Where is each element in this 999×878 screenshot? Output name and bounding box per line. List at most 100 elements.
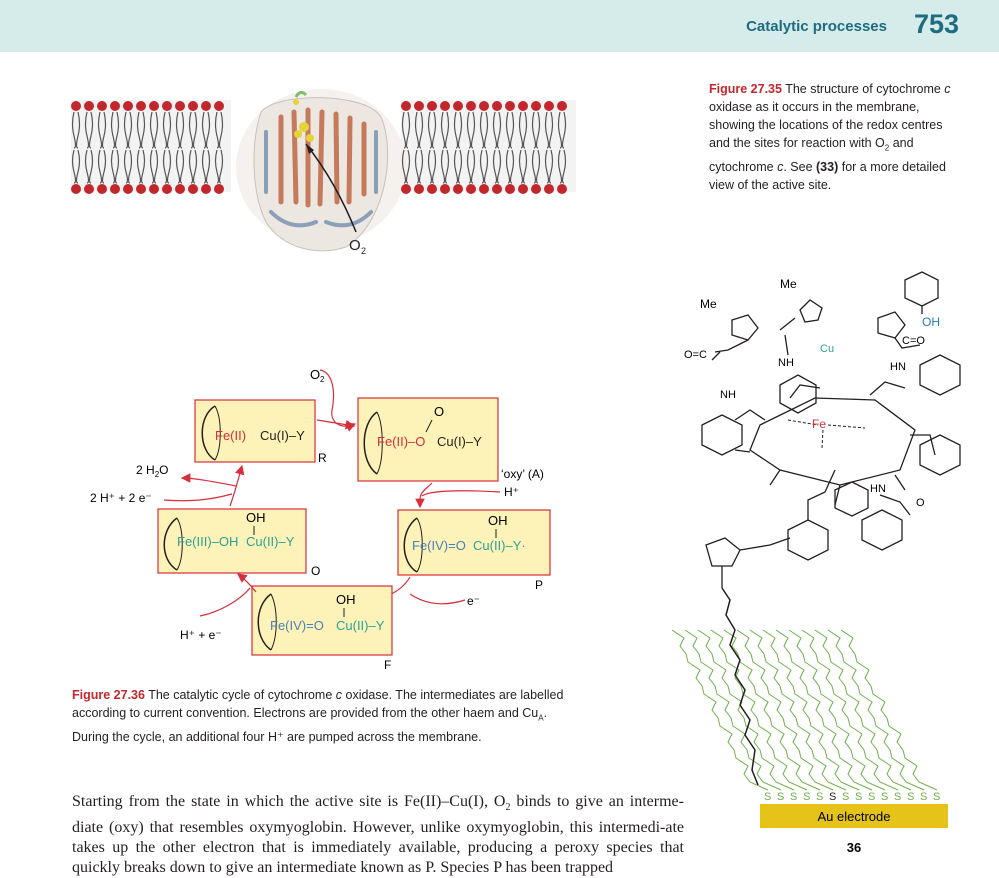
- membrane-figure: O 2: [71, 89, 576, 256]
- lipid-tail: [479, 149, 485, 184]
- lipid-tail: [153, 111, 159, 149]
- lipid-tail: [548, 149, 554, 184]
- o2-subscript: 2: [361, 246, 366, 256]
- O-letter: O: [311, 564, 320, 578]
- lipid-tail: [205, 111, 211, 149]
- lipid-tail: [505, 111, 511, 149]
- caption-italic-c: c: [777, 159, 784, 174]
- sulfur-atom-label: S: [777, 791, 784, 803]
- lipid-tail: [405, 149, 411, 184]
- figure-27-35-caption: Figure 27.35 The structure of cytochrome…: [709, 80, 964, 194]
- lipid-head: [149, 101, 159, 111]
- sulfur-atom-label: S: [803, 791, 810, 803]
- lipid-tail: [166, 149, 172, 184]
- oh-label: OH: [922, 315, 940, 329]
- lipid-tail: [162, 111, 168, 149]
- header-band: [0, 0, 999, 52]
- carbonyl-left-label: O=C: [684, 349, 707, 361]
- lipid-head: [123, 184, 133, 194]
- electrode-label: Au electrode: [818, 809, 891, 824]
- lipid-tail: [509, 149, 515, 184]
- lipid-tail: [470, 111, 476, 149]
- lipid-head: [401, 184, 411, 194]
- lipid-tail: [431, 149, 437, 184]
- sulfur-atom-label: S: [933, 791, 940, 803]
- lipid-tail: [88, 111, 94, 149]
- caption-structure-ref: (33): [816, 159, 839, 174]
- sulfur-atom-label: S: [829, 791, 836, 803]
- body-paragraph: Starting from the state in which the act…: [72, 792, 684, 878]
- lipid-head: [97, 101, 107, 111]
- caption-text: .: [543, 706, 548, 720]
- lipid-tail: [162, 149, 168, 184]
- lipid-tail: [444, 149, 450, 184]
- lipid-head: [531, 101, 541, 111]
- lipid-tail: [444, 111, 450, 149]
- nh-label: NH: [778, 357, 794, 369]
- alkyl-chain: [775, 629, 873, 791]
- A-fe-label: Fe(II)–O: [377, 434, 425, 449]
- lipid-head: [136, 101, 146, 111]
- body-subscript: 2: [505, 802, 511, 814]
- lipid-tail: [505, 149, 511, 184]
- lipid-tail: [401, 149, 407, 184]
- intermediate-R-box: Fe(II) Cu(I)–Y: [194, 399, 316, 463]
- lipid-head: [175, 184, 185, 194]
- lipid-tail: [101, 111, 107, 149]
- lipid-tail: [179, 111, 185, 149]
- alkyl-chain: [697, 629, 795, 791]
- alkyl-chain: [684, 629, 782, 791]
- F-proton-electron-label: H⁺ + e⁻: [180, 628, 222, 642]
- alkyl-chain: [736, 629, 834, 791]
- lipid-tail: [201, 149, 207, 184]
- lipid-head: [557, 184, 567, 194]
- lipid-tail: [75, 111, 81, 149]
- lipid-tail: [84, 149, 90, 184]
- lipid-head: [123, 101, 133, 111]
- lipid-head: [518, 101, 528, 111]
- lipid-tail: [518, 111, 524, 149]
- o2-label: O: [349, 237, 361, 254]
- intermediate-P-box: OH Fe(IV)=O Cu(II)–Y·: [397, 509, 551, 576]
- me-label-left: Me: [700, 297, 717, 311]
- P-oh-label: OH: [488, 513, 508, 528]
- lipid-tail: [71, 149, 77, 184]
- lipid-tail: [466, 111, 472, 149]
- me-label-top: Me: [780, 277, 797, 291]
- R-fe-label: Fe(II): [215, 428, 246, 443]
- F-oh-label: OH: [336, 592, 356, 607]
- lipid-head: [162, 184, 172, 194]
- hn-label-lower: HN: [870, 483, 886, 495]
- lipid-head: [427, 184, 437, 194]
- figure-27-36-caption: Figure 27.36 The catalytic cycle of cyto…: [72, 686, 632, 746]
- lipid-tail: [418, 111, 424, 149]
- F-letter: F: [384, 658, 391, 672]
- lipid-tail: [192, 149, 198, 184]
- alkyl-chain: [710, 629, 808, 791]
- lipid-tail: [518, 149, 524, 184]
- sulfur-atom-label: S: [920, 791, 927, 803]
- lipid-tail: [557, 149, 563, 184]
- lipid-head: [401, 101, 411, 111]
- lipid-head: [84, 101, 94, 111]
- alkyl-chain: [814, 629, 912, 791]
- caption-italic-c: c: [335, 688, 343, 702]
- lipid-head: [427, 101, 437, 111]
- lipid-tail: [479, 111, 485, 149]
- caption-italic-c: c: [944, 82, 951, 96]
- P-letter: P: [535, 578, 543, 592]
- lipid-head: [175, 101, 185, 111]
- caption-text: oxidase as it occurs in the membrane, sh…: [709, 100, 943, 150]
- lipid-head: [214, 184, 224, 194]
- lipid-tail: [427, 149, 433, 184]
- nh-label-left: NH: [720, 389, 736, 401]
- sulfur-atom-label: S: [855, 791, 862, 803]
- alkyl-chain: [827, 629, 925, 791]
- lipid-tail: [136, 149, 142, 184]
- lipid-tail: [149, 149, 155, 184]
- lipid-tail: [114, 149, 120, 184]
- lipid-tail: [509, 111, 515, 149]
- lipid-tail: [457, 111, 463, 149]
- lipid-tail: [453, 149, 459, 184]
